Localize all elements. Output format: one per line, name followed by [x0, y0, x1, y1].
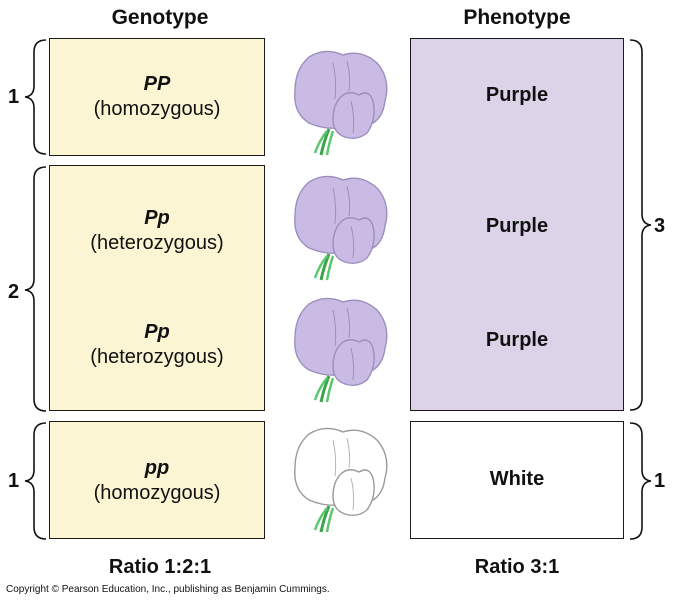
copyright-notice: Copyright © Pearson Education, Inc., pub…: [6, 584, 330, 595]
phenotype-label: Purple: [485, 84, 549, 106]
purple-flower-icon: [294, 175, 388, 281]
right-brace-purple: [629, 39, 652, 411]
phenotype-header: Phenotype: [463, 6, 571, 29]
right-count-white: 1: [654, 470, 666, 492]
genotype-zygosity: (homozygous): [93, 482, 221, 504]
right-count-purple: 3: [654, 215, 666, 237]
genotype-box-pp-dominant: PP (homozygous): [49, 38, 265, 156]
phenotype-label: Purple: [485, 215, 549, 237]
left-brace-heterozygous: [24, 166, 47, 412]
genotype-zygosity: (heterozygous): [90, 346, 224, 368]
genotype-zygosity: (heterozygous): [90, 232, 224, 254]
left-brace-homozygous-recessive: [24, 422, 47, 540]
genotype-header: Genotype: [111, 6, 209, 29]
purple-flower-icon: [294, 50, 388, 156]
white-flower-icon: [294, 427, 388, 533]
left-count-2: 2: [8, 281, 20, 303]
genotype-ratio: Ratio 1:2:1: [108, 556, 212, 578]
genotype-symbol: pp: [144, 457, 170, 479]
left-brace-homozygous-dominant: [24, 39, 47, 155]
genotype-zygosity: (homozygous): [93, 98, 221, 120]
phenotype-ratio: Ratio 3:1: [474, 556, 560, 578]
genotype-symbol: Pp: [144, 321, 170, 343]
genotype-symbol: Pp: [144, 207, 170, 229]
phenotype-box-purple: Purple Purple Purple: [410, 38, 624, 411]
phenotype-box-white: White: [410, 421, 624, 539]
purple-flower-icon: [294, 297, 388, 403]
genotype-box-pp-recessive: pp (homozygous): [49, 421, 265, 539]
phenotype-label: Purple: [485, 329, 549, 351]
genotype-symbol: PP: [143, 73, 171, 95]
left-count-3: 1: [8, 470, 20, 492]
right-brace-white: [629, 422, 652, 540]
left-count-1: 1: [8, 86, 20, 108]
genotype-box-heterozygous: Pp (heterozygous) Pp (heterozygous): [49, 165, 265, 411]
phenotype-label: White: [489, 468, 545, 490]
